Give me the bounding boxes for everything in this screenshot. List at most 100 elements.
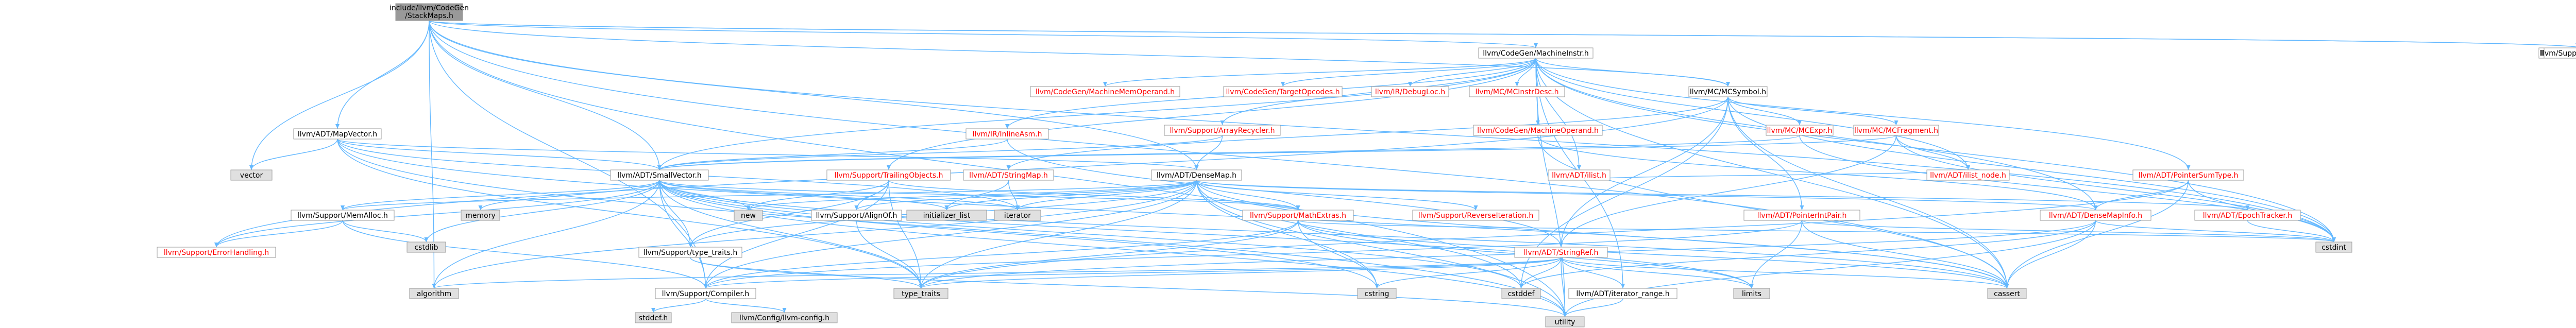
- node-densemap[interactable]: llvm/ADT/DenseMap.h: [1151, 169, 1242, 181]
- arrowhead-ilist-to-ilistnode: [1966, 165, 1970, 170]
- node-box-iterator_range: [1568, 288, 1677, 299]
- node-box-alignof: [811, 210, 902, 221]
- arrowhead-mapvector-to-vector: [249, 165, 253, 170]
- node-targetopcodes[interactable]: llvm/CodeGen/TargetOpcodes.h: [1223, 86, 1343, 97]
- edge-root-to-densemap: [429, 20, 1197, 170]
- node-label-cstddef: cstddef: [1508, 290, 1535, 298]
- arrowhead-stringmap-to-initializer_list: [944, 205, 949, 210]
- node-ilist[interactable]: llvm/ADT/ilist.h: [1548, 169, 1611, 181]
- node-label-new: new: [741, 212, 756, 220]
- node-box-machinememoperand: [1030, 86, 1180, 97]
- edge-densemap-to-type_traits: [920, 180, 1197, 289]
- node-box-machineoperand: [1473, 125, 1603, 136]
- node-epochtracker[interactable]: llvm/ADT/EpochTracker.h: [2194, 210, 2301, 221]
- arrowhead-mapvector-to-smallvector: [657, 165, 662, 170]
- edge-stringref-to-iterator_range: [1561, 257, 1623, 289]
- node-box-memory: [461, 210, 500, 221]
- node-stringref[interactable]: llvm/ADT/StringRef.h: [1514, 247, 1608, 258]
- edge-densemap-to-new: [748, 180, 1197, 211]
- node-machineoperand[interactable]: llvm/CodeGen/MachineOperand.h: [1473, 125, 1603, 136]
- node-arrayrecycler[interactable]: llvm/Support/ArrayRecycler.h: [1164, 125, 1281, 136]
- edge-machineoperand-to-densemapinfo: [1537, 135, 2096, 211]
- node-label-memalloc: llvm/Support/MemAlloc.h: [297, 212, 388, 220]
- node-label-pointerintpair: llvm/ADT/PointerIntPair.h: [1757, 212, 1847, 220]
- node-label-densemapinfo: llvm/ADT/DenseMapInfo.h: [2049, 212, 2142, 220]
- edge-stringref-to-cassert: [1561, 257, 2008, 289]
- arrowhead-stringref-to-cstddef: [1519, 284, 1523, 288]
- arrowhead-mcsymbol-to-stringmap: [1006, 165, 1011, 170]
- node-label-pointersumtype: llvm/ADT/PointerSumType.h: [2138, 171, 2238, 180]
- node-mcfragment[interactable]: llvm/MC/MCFragment.h: [1853, 125, 1939, 136]
- node-box-limits: [1733, 288, 1770, 299]
- node-box-mcinstrdesc: [1469, 86, 1565, 97]
- node-debugloc[interactable]: llvm/IR/DebugLoc.h: [1371, 86, 1449, 97]
- node-cstdlib: cstdlib: [406, 241, 446, 253]
- node-errorhandling[interactable]: llvm/Support/ErrorHandling.h: [157, 247, 276, 258]
- edge-typetraits_llvm-to-type_traits: [690, 257, 922, 289]
- node-machineinstr[interactable]: llvm/CodeGen/MachineInstr.h: [1478, 47, 1594, 59]
- arrowhead-machineinstr-to-targetopcodes: [1281, 82, 1285, 87]
- node-trailingobjects[interactable]: llvm/Support/TrailingObjects.h: [826, 169, 951, 181]
- node-smallvector[interactable]: llvm/ADT/SmallVector.h: [610, 169, 709, 181]
- node-inlineasm[interactable]: llvm/IR/InlineAsm.h: [965, 128, 1049, 140]
- node-box-iterator: [994, 210, 1041, 221]
- node-label-utility: utility: [1555, 318, 1575, 326]
- edge-inlineasm-to-smallvector: [659, 139, 1008, 170]
- edge-smallvector-to-errorhandling: [216, 180, 660, 248]
- arrowhead-machineinstr-to-arrayrecycler: [1220, 120, 1225, 125]
- node-typetraits_llvm[interactable]: llvm/Support/type_traits.h: [638, 247, 742, 258]
- edge-mathextras-to-compiler: [705, 220, 1299, 289]
- edge-trailingobjects-to-compiler: [705, 180, 889, 289]
- node-pointerintpair[interactable]: llvm/ADT/PointerIntPair.h: [1743, 210, 1860, 221]
- edge-machineinstr-to-cstdint: [1535, 58, 2334, 243]
- node-compiler[interactable]: llvm/Support/Compiler.h: [655, 288, 756, 299]
- edge-densemap-to-cstddef: [1196, 180, 1522, 289]
- node-alignof[interactable]: llvm/Support/AlignOf.h: [811, 210, 902, 221]
- node-label-root: /StackMaps.h: [405, 12, 453, 20]
- node-mcexpr[interactable]: llvm/MC/MCExpr.h: [1766, 125, 1834, 136]
- node-box-targetopcodes: [1223, 86, 1343, 97]
- edge-trailingobjects-to-mathextras: [888, 180, 1299, 211]
- arrowhead-machineinstr-to-inlineasm: [1005, 124, 1009, 129]
- node-mathextras[interactable]: llvm/Support/MathExtras.h: [1242, 210, 1354, 221]
- arrowhead-densemap-to-alignof: [854, 205, 859, 210]
- node-label-inlineasm: llvm/IR/InlineAsm.h: [972, 130, 1042, 139]
- edge-mathextras-to-cassert: [1297, 220, 2008, 289]
- arrowhead-machineinstr-to-mcsymbol: [1726, 82, 1730, 87]
- node-machinememoperand[interactable]: llvm/CodeGen/MachineMemOperand.h: [1030, 86, 1180, 97]
- node-box-mcexpr: [1766, 125, 1834, 136]
- arrowhead-stringref-to-algorithm: [432, 284, 436, 288]
- node-mcsymbol[interactable]: llvm/MC/MCSymbol.h: [1688, 86, 1768, 97]
- node-reverseiteration[interactable]: llvm/Support/ReverseIteration.h: [1412, 210, 1539, 221]
- node-memalloc[interactable]: llvm/Support/MemAlloc.h: [291, 210, 395, 221]
- edge-trailingobjects-to-type_traits: [888, 180, 922, 289]
- node-label-cstdint: cstdint: [2321, 244, 2346, 252]
- node-stringmap[interactable]: llvm/ADT/StringMap.h: [963, 169, 1054, 181]
- edge-mcsymbol-to-stringmap: [1008, 96, 1728, 170]
- node-box-mcsymbol: [1688, 86, 1768, 97]
- node-box-llvmconfig: [731, 312, 838, 323]
- edge-densemapinfo-to-cstddef: [1520, 220, 2096, 289]
- node-box-typetraits_llvm: [638, 247, 742, 258]
- node-densemapinfo[interactable]: llvm/ADT/DenseMapInfo.h: [2040, 210, 2151, 221]
- node-ilistnode[interactable]: llvm/ADT/ilist_node.h: [1926, 169, 2010, 181]
- edge-mapvector-to-smallvector: [337, 139, 660, 170]
- edge-mapvector-to-vector: [251, 139, 338, 170]
- node-root[interactable]: include/llvm/CodeGen/StackMaps.h: [389, 3, 469, 21]
- edge-compiler-to-llvmconfig: [705, 298, 785, 313]
- node-box-type_traits: [893, 288, 948, 299]
- node-mapvector[interactable]: llvm/ADT/MapVector.h: [293, 128, 382, 140]
- node-debug[interactable]: llvm/Support/Debug.h: [2540, 47, 2576, 59]
- node-mcinstrdesc[interactable]: llvm/MC/MCInstrDesc.h: [1469, 86, 1565, 97]
- node-label-algorithm: algorithm: [417, 290, 452, 298]
- node-box-mathextras: [1242, 210, 1354, 221]
- node-pointersumtype[interactable]: llvm/ADT/PointerSumType.h: [2132, 169, 2244, 181]
- edge-root-to-machineinstr: [429, 20, 1536, 48]
- edge-densemap-to-initializer_list: [946, 180, 1197, 211]
- node-box-cstring: [1357, 288, 1397, 299]
- node-iterator_range[interactable]: llvm/ADT/iterator_range.h: [1568, 288, 1677, 299]
- node-box-vector: [230, 169, 273, 181]
- node-limits: limits: [1733, 288, 1770, 299]
- edge-machineinstr-to-smallvector: [659, 58, 1536, 170]
- node-box-ilist: [1548, 169, 1611, 181]
